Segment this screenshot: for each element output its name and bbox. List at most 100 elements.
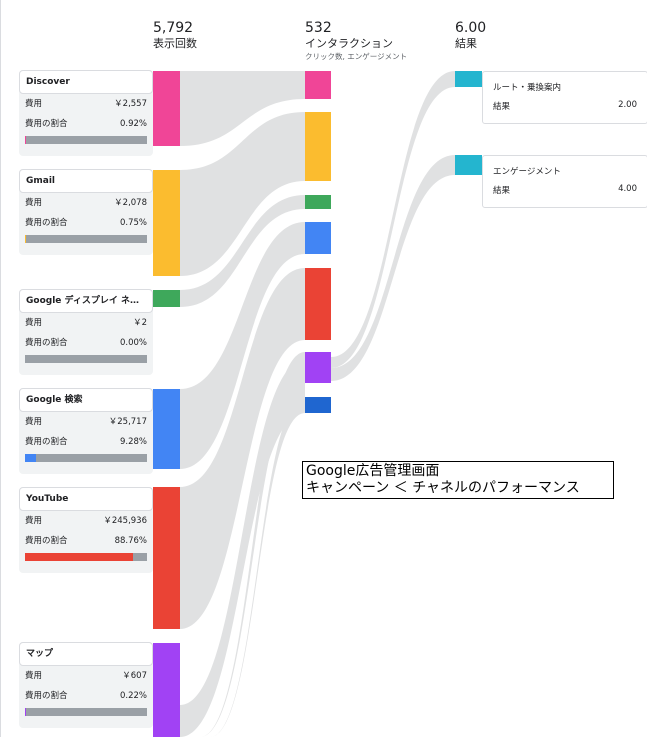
channel-node-2 [153, 290, 180, 307]
share-value: 0.92% [119, 119, 147, 129]
result-label: 結果 [493, 186, 511, 196]
flow-maps-b [210, 397, 305, 737]
cost-value: ￥2,557 [114, 99, 147, 109]
channel-node-3 [153, 389, 180, 469]
flow-discover [180, 71, 305, 146]
cost-label: 費用 [25, 318, 43, 328]
cost-row: 費用 ￥2,078 [19, 193, 153, 213]
cost-row: 費用 ￥2 [19, 313, 153, 333]
cost-row: 費用 ￥25,717 [19, 412, 153, 432]
channel-name[interactable]: Discover [19, 70, 153, 94]
left-divider [0, 0, 1, 737]
channel-name[interactable]: Gmail [19, 169, 153, 193]
share-row: 費用の割合 0.00% [19, 333, 153, 353]
results-header: 6.00 結果 [455, 20, 486, 50]
interaction-node-4 [305, 268, 331, 340]
flow-maps-a [200, 352, 305, 737]
annotation-box: Google広告管理画面 キャンペーン ＜ チャネルのパフォーマンス [302, 461, 614, 499]
channel-card-display-network[interactable]: Google ディスプレイ ネットワーク 費用 ￥2 費用の割合 0.00% [19, 289, 153, 375]
flow-layer [180, 71, 455, 737]
share-bar [25, 355, 147, 363]
result-label: 結果 [493, 102, 511, 112]
flow-youtube [180, 268, 305, 629]
share-bar [25, 136, 147, 144]
share-row: 費用の割合 0.22% [19, 686, 153, 706]
channel-node-1 [153, 170, 180, 276]
interactions-value: 532 [305, 20, 332, 36]
channel-name[interactable]: マップ [19, 642, 153, 666]
result-node-engagement [455, 155, 482, 175]
interaction-node-6 [305, 397, 331, 413]
annotation-line2: キャンペーン ＜ チャネルのパフォーマンス [306, 480, 580, 496]
impressions-header: 5,792 表示回数 [153, 20, 197, 50]
interactions-sublabel: クリック数, エンゲージメント [305, 52, 408, 61]
share-bar [25, 454, 147, 462]
channel-card-google-search[interactable]: Google 検索 費用 ￥25,717 費用の割合 9.28% [19, 388, 153, 474]
interaction-node-1 [305, 112, 331, 181]
share-bar-fill [25, 553, 134, 561]
share-value: 0.22% [119, 691, 147, 701]
share-label: 費用の割合 [25, 691, 68, 701]
channel-card-youtube[interactable]: YouTube 費用 ￥245,936 費用の割合 88.76% [19, 487, 153, 573]
interaction-node-3 [305, 222, 331, 254]
cost-value: ￥2 [133, 318, 147, 328]
channel-node-0 [153, 71, 180, 146]
share-bar [25, 553, 147, 561]
share-value: 88.76% [114, 536, 147, 546]
result-value: 4.00 [618, 184, 637, 194]
share-label: 費用の割合 [25, 536, 68, 546]
cost-value: ￥25,717 [108, 417, 147, 427]
cost-label: 費用 [25, 516, 43, 526]
channel-node-4 [153, 487, 180, 629]
channel-name[interactable]: YouTube [19, 487, 153, 511]
share-value: 9.28% [119, 437, 147, 447]
share-bar [25, 235, 147, 243]
flow-route [331, 71, 455, 368]
channel-name[interactable]: Google ディスプレイ ネットワーク [19, 289, 153, 313]
interactions-label: インタラクション [305, 37, 393, 50]
flow-display [180, 195, 305, 307]
share-value: 0.00% [119, 338, 147, 348]
flow-maps [180, 360, 305, 737]
share-row: 費用の割合 88.76% [19, 531, 153, 551]
cost-row: 費用 ￥245,936 [19, 511, 153, 531]
channel-node-5 [153, 643, 180, 737]
share-bar-fill [25, 454, 37, 462]
share-row: 費用の割合 9.28% [19, 432, 153, 452]
cost-row: 費用 ￥607 [19, 666, 153, 686]
results-value: 6.00 [455, 20, 487, 36]
cost-label: 費用 [25, 198, 43, 208]
node-layer [153, 71, 482, 737]
flow-gmail [180, 112, 305, 276]
cost-value: ￥2,078 [114, 198, 147, 208]
cost-value: ￥245,936 [103, 516, 147, 526]
channel-card-maps[interactable]: マップ 費用 ￥607 費用の割合 0.22% [19, 642, 153, 728]
flow-search [180, 222, 305, 469]
impressions-label: 表示回数 [153, 37, 197, 50]
result-node-route [455, 71, 482, 87]
share-bar-fill [25, 136, 27, 144]
results-label: 結果 [455, 37, 477, 50]
cost-label: 費用 [25, 671, 43, 681]
cost-value: ￥607 [122, 671, 147, 681]
share-label: 費用の割合 [25, 338, 68, 348]
annotation-line1: Google広告管理画面 [306, 463, 440, 479]
channel-name[interactable]: Google 検索 [19, 388, 153, 412]
interactions-header: 532 インタラクション クリック数, エンゲージメント [305, 20, 407, 62]
interaction-node-0 [305, 71, 331, 99]
share-label: 費用の割合 [25, 437, 68, 447]
result-name: ルート・乗換案内 [493, 83, 562, 93]
flow-engagement [331, 155, 455, 381]
cost-label: 費用 [25, 417, 43, 427]
interaction-node-2 [305, 195, 331, 209]
share-label: 費用の割合 [25, 218, 68, 228]
